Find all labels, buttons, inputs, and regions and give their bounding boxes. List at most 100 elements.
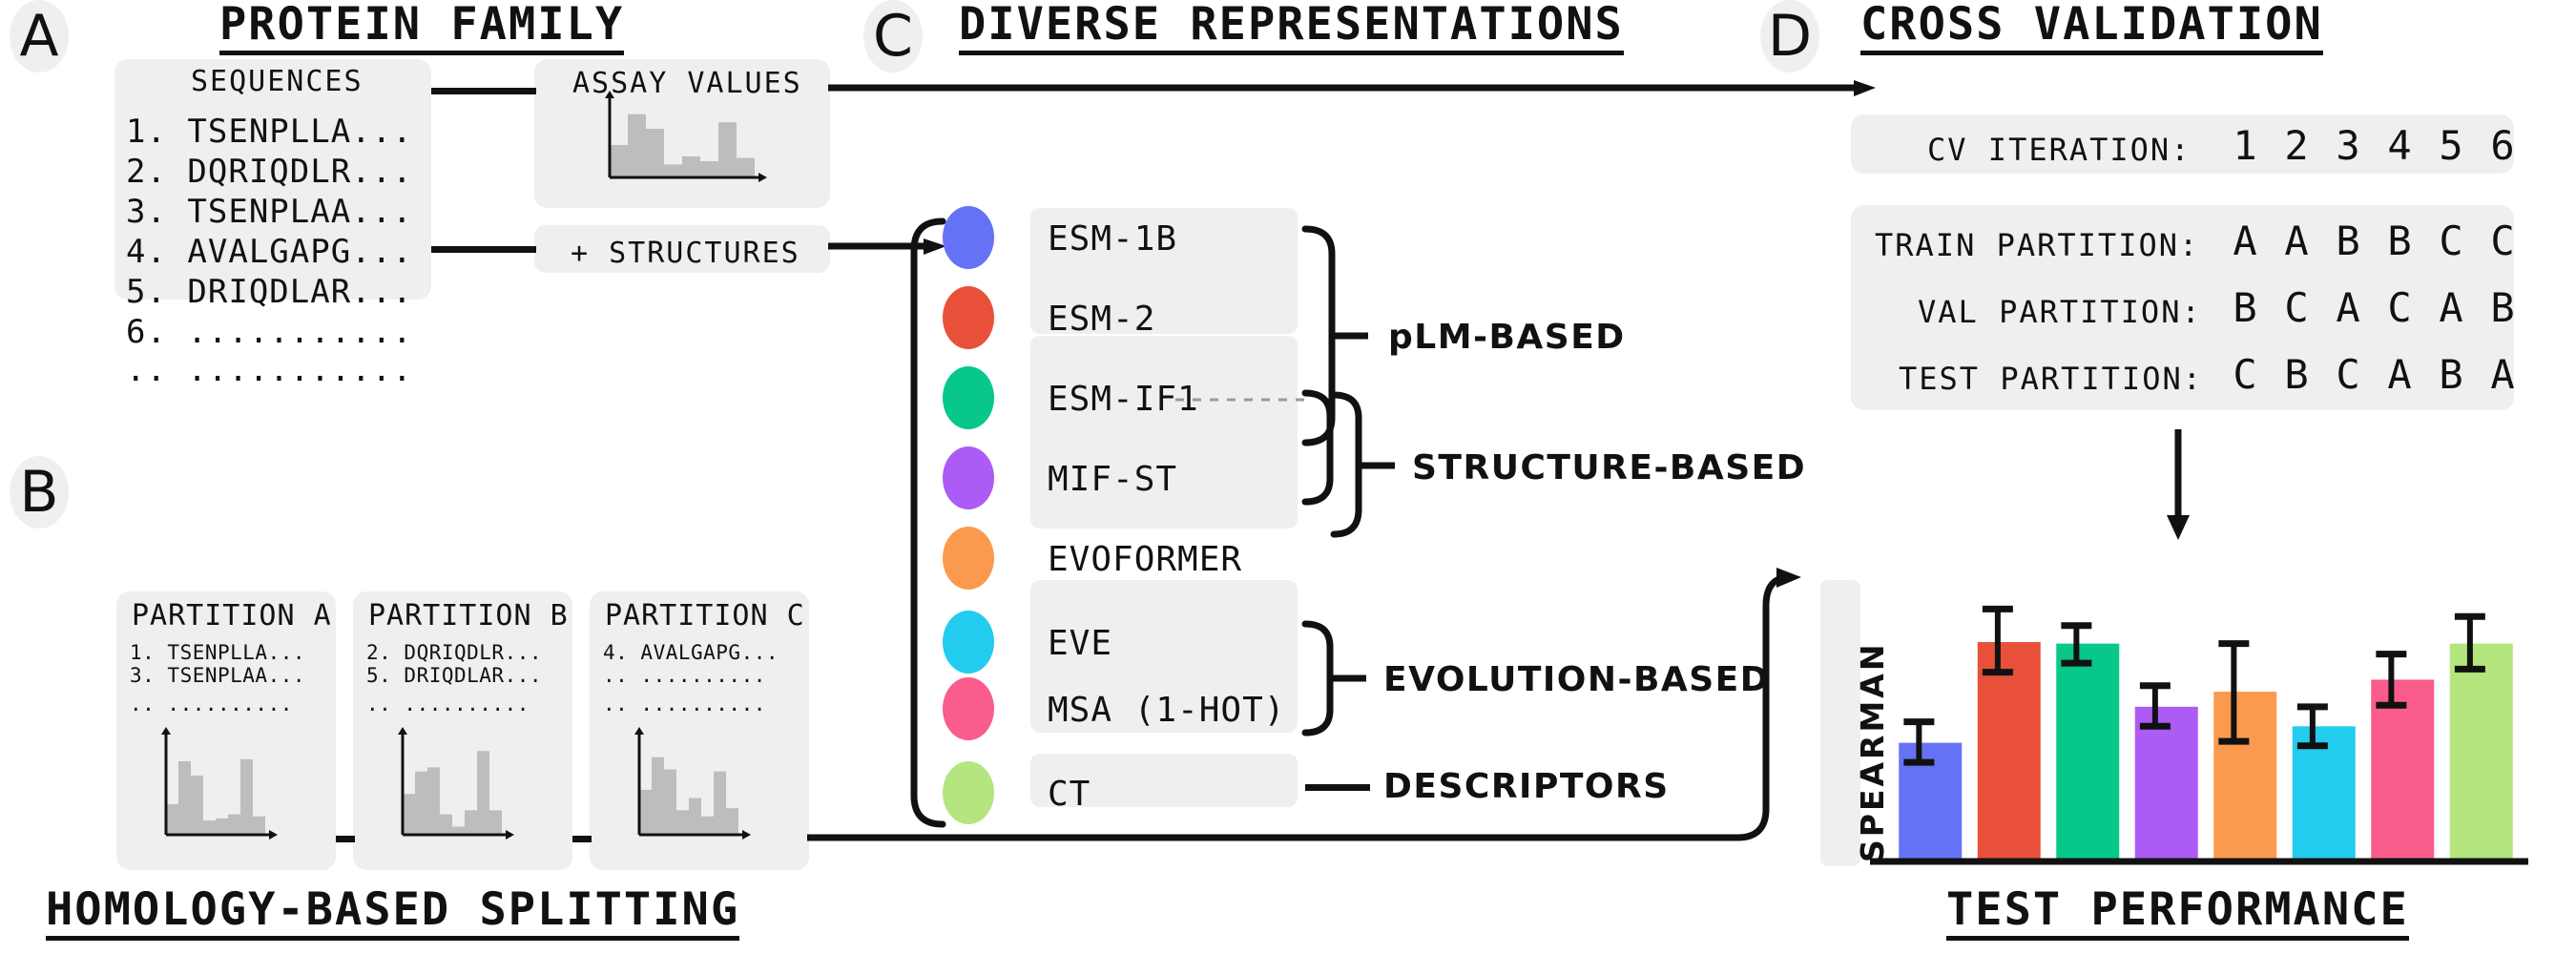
partition-line: 3. TSENPLAA... xyxy=(130,664,306,687)
arrow-cv-to-chart xyxy=(2167,429,2190,540)
dashed-link-esm-if1 xyxy=(1175,398,1305,402)
sequence-line: 4. AVALGAPG... xyxy=(126,233,413,271)
cv-cell: 4 xyxy=(2387,122,2412,169)
cv-cell: 6 xyxy=(2490,122,2515,169)
bracket-evolution-based xyxy=(1301,620,1366,736)
connector-partition-a-b xyxy=(336,836,355,842)
panel-badge-d: D xyxy=(1760,0,1819,73)
cv-cell: A xyxy=(2284,218,2309,264)
panel-c-heading: DIVERSE REPRESENTATIONS xyxy=(959,2,1624,55)
cv-iteration-card xyxy=(1851,114,2514,174)
sequences-card-title: SEQUENCES xyxy=(191,65,364,98)
panel-badge-b: B xyxy=(10,456,69,529)
group-label-structure-based: STRUCTURE-BASED xyxy=(1412,448,1807,487)
cv-cell: C xyxy=(2490,218,2515,264)
panel-d-heading: CROSS VALIDATION xyxy=(1860,2,2323,55)
rep-label-evoformer: EVOFORMER xyxy=(1048,540,1243,579)
representations-outer-bracket xyxy=(910,218,946,828)
rep-pill-group-2 xyxy=(1030,336,1298,529)
cv-cell: C xyxy=(2387,284,2412,331)
connector-sequences-to-assay xyxy=(431,88,536,94)
cv-cell: 3 xyxy=(2336,122,2360,169)
partition-card-b xyxy=(353,591,572,870)
panel-badge-a: A xyxy=(10,0,69,73)
rep-dot-esm-1b xyxy=(943,206,994,269)
sequence-line: 3. TSENPLAA... xyxy=(126,193,413,231)
cv-cell: A xyxy=(2336,284,2360,331)
partition-histogram xyxy=(161,727,278,840)
partition-line: .. .......... xyxy=(603,664,766,687)
cv-cell: 5 xyxy=(2439,122,2463,169)
rep-label-esm-if1: ESM-IF1 xyxy=(1048,380,1199,419)
rep-label-ct: CT xyxy=(1048,775,1091,814)
cv-cell: 1 xyxy=(2233,122,2257,169)
cv-row-label-val: VAL PARTITION: xyxy=(1918,294,2202,330)
sequence-line: 5. DRIQDLAR... xyxy=(126,273,413,311)
arrow-assay-to-cv xyxy=(828,80,1876,96)
arrow-structures-to-reps xyxy=(828,238,946,255)
connector-sequences-to-structures xyxy=(431,246,536,253)
partition-line: .. .......... xyxy=(130,693,293,716)
rep-label-mif-st: MIF-ST xyxy=(1048,460,1178,499)
rep-dot-msa xyxy=(943,677,994,740)
cv-cell: A xyxy=(2387,351,2412,398)
spearman-label-box xyxy=(1820,580,1860,866)
sequence-line: 6. ........... xyxy=(126,313,413,351)
partition-line: 5. DRIQDLAR... xyxy=(366,664,543,687)
cv-cell: B xyxy=(2233,284,2257,331)
assay-histogram xyxy=(605,91,767,182)
bracket-structure-sub xyxy=(1301,389,1334,506)
cv-cell: B xyxy=(2336,218,2360,264)
cv-cell: C xyxy=(2439,218,2463,264)
partition-title: PARTITION B xyxy=(368,599,569,633)
sequences-card xyxy=(114,59,431,300)
rep-pill-group-1 xyxy=(1030,208,1298,334)
rep-label-esm-2: ESM-2 xyxy=(1048,300,1156,339)
bracket-structure-based xyxy=(1330,391,1395,538)
rep-label-msa: MSA (1-HOT) xyxy=(1048,691,1286,730)
panel-badge-c: C xyxy=(863,0,923,73)
cv-cell: A xyxy=(2439,284,2463,331)
cv-cell: B xyxy=(2284,351,2309,398)
rep-dot-ct xyxy=(943,761,994,824)
cv-cell: B xyxy=(2490,284,2515,331)
partition-title: PARTITION C xyxy=(605,599,805,633)
cv-cell: A xyxy=(2490,351,2515,398)
rep-label-eve: EVE xyxy=(1048,624,1113,663)
cv-row-label-iteration: CV ITERATION: xyxy=(1927,132,2192,168)
sequence-line: .. ........... xyxy=(126,351,413,389)
rep-dot-mif-st xyxy=(943,446,994,509)
panel-d-caption: TEST PERFORMANCE xyxy=(1946,887,2409,941)
line-descriptors xyxy=(1305,784,1370,791)
rep-dot-evoformer xyxy=(943,527,994,590)
group-label-plm-based: pLM-BASED xyxy=(1388,318,1626,357)
cv-row-label-test: TEST PARTITION: xyxy=(1899,361,2203,397)
panel-a-heading: PROTEIN FAMILY xyxy=(219,2,625,55)
partition-line: 4. AVALGAPG... xyxy=(603,641,779,664)
bracket-plm-based xyxy=(1301,225,1368,446)
cv-cell: C xyxy=(2284,284,2309,331)
partition-line: .. .......... xyxy=(603,693,766,716)
cv-cell: B xyxy=(2439,351,2463,398)
partition-line: .. .......... xyxy=(366,693,530,716)
panel-b-caption: HOMOLOGY-BASED SPLITTING xyxy=(46,887,740,941)
cv-cell: A xyxy=(2233,218,2257,264)
partition-line: 2. DQRIQDLR... xyxy=(366,641,543,664)
cv-cell: C xyxy=(2336,351,2360,398)
rep-pill-group-4 xyxy=(1030,754,1298,807)
rep-dot-eve xyxy=(943,611,994,674)
sequence-line: 1. TSENPLLA... xyxy=(126,113,413,151)
assay-values-card xyxy=(534,59,830,208)
connector-partition-b-c xyxy=(572,836,592,842)
partition-histogram xyxy=(634,727,751,840)
test-performance-chart xyxy=(1870,605,2528,865)
rep-label-esm-1b: ESM-1B xyxy=(1048,219,1178,259)
rep-dot-esm-if1 xyxy=(943,366,994,429)
partition-histogram xyxy=(398,727,514,840)
rep-pill-group-3 xyxy=(1030,580,1298,733)
cv-cell: C xyxy=(2233,351,2257,398)
structures-label: + STRUCTURES xyxy=(571,237,800,270)
sequence-line: 2. DQRIQDLR... xyxy=(126,153,413,191)
rep-dot-esm-2 xyxy=(943,286,994,349)
